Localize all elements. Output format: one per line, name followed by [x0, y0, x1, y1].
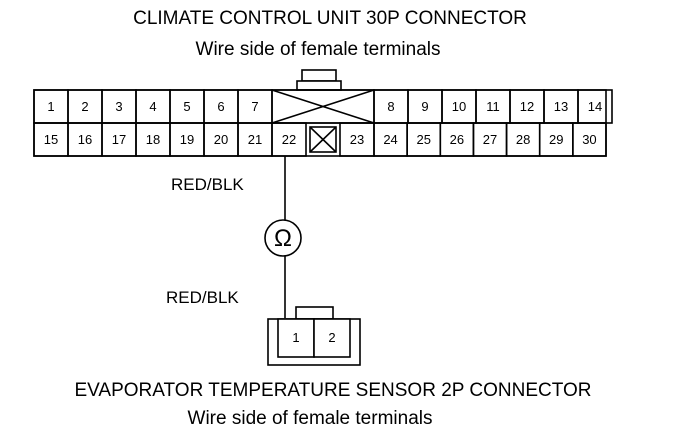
pin-14: 14 [588, 99, 602, 114]
pin-21: 21 [248, 132, 262, 147]
evaporator-sensor-2p-connector: 1 2 [267, 306, 361, 366]
bottom-connector-title: EVAPORATOR TEMPERATURE SENSOR 2P CONNECT… [75, 380, 592, 401]
pin-26: 26 [450, 132, 464, 147]
sensor-pin-cell-1 [277, 318, 315, 358]
blank-cavity-bottom [309, 126, 337, 153]
pin-18: 18 [146, 132, 160, 147]
pin-3: 3 [115, 99, 122, 114]
pin-19: 19 [180, 132, 194, 147]
pin-7: 7 [251, 99, 258, 114]
pin-11: 11 [486, 99, 500, 114]
pin-22: 22 [282, 132, 296, 147]
pin-27: 27 [483, 132, 497, 147]
pin-10: 10 [452, 99, 466, 114]
pin-25: 25 [416, 132, 430, 147]
sensor-pin-1: 1 [292, 330, 299, 345]
pin-cell-22 [271, 122, 307, 157]
sensor-pin-cell-2 [313, 318, 351, 358]
pin-2: 2 [81, 99, 88, 114]
sensor-lock-tab [295, 306, 334, 320]
ohm-symbol: Ω [274, 225, 292, 252]
pin-30: 30 [582, 132, 596, 147]
pin-17: 17 [112, 132, 126, 147]
top-connector-subtitle: Wire side of female terminals [196, 39, 441, 60]
ohmmeter-symbol: Ω [264, 219, 302, 257]
blank-cavity-top [271, 89, 375, 124]
pin-20: 20 [214, 132, 228, 147]
pin-5: 5 [183, 99, 190, 114]
pin-24: 24 [383, 132, 397, 147]
pin-12: 12 [520, 99, 534, 114]
wire-lower-label: RED/BLK [166, 288, 239, 307]
pin-23: 23 [350, 132, 364, 147]
pin-1: 1 [47, 99, 54, 114]
blank-cavity-bottom-x2 [309, 126, 337, 153]
pin-16: 16 [78, 132, 92, 147]
pin-8: 8 [387, 99, 394, 114]
connector-lock-tab [301, 69, 337, 82]
pin-29: 29 [549, 132, 563, 147]
top-connector-title: CLIMATE CONTROL UNIT 30P CONNECTOR [133, 8, 527, 29]
connector-lock-tab-base [296, 80, 342, 91]
pin-28: 28 [516, 132, 530, 147]
pin-13: 13 [554, 99, 568, 114]
pin-9: 9 [421, 99, 428, 114]
wire-upper-label: RED/BLK [171, 175, 244, 194]
blank-cavity-top-x2 [271, 89, 375, 124]
pin-4: 4 [149, 99, 156, 114]
sensor-pin-2: 2 [328, 330, 335, 345]
pin-6: 6 [217, 99, 224, 114]
bottom-connector-subtitle: Wire side of female terminals [188, 408, 433, 429]
pin-cell-30 [572, 122, 607, 157]
pin-15: 15 [44, 132, 58, 147]
